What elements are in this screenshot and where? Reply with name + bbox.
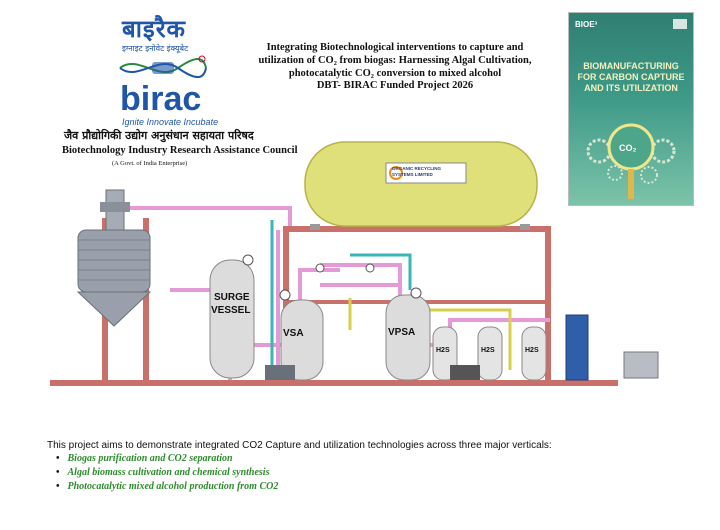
h2s-vessel xyxy=(521,326,547,381)
birac-logo: birac xyxy=(120,80,202,118)
vsa-label: VSA xyxy=(283,328,304,339)
compressor-unit xyxy=(623,351,659,379)
storage-tank xyxy=(304,141,538,227)
base-platform xyxy=(50,380,618,386)
title-line-3: photocatalytic CO₂ conversion to mixed a… xyxy=(288,68,502,79)
h2s-label: H2S xyxy=(436,347,450,354)
vpsa-label: VPSA xyxy=(388,327,416,338)
gears-magnifier-icon xyxy=(586,123,676,199)
project-title: Integrating Biotechnological interventio… xyxy=(240,41,550,80)
pipe-yellow xyxy=(410,308,512,370)
surge-label-line1: SURGE xyxy=(214,292,250,303)
project-subtitle: DBT- BIRAC Funded Project 2026 xyxy=(316,80,474,91)
surge-vessel xyxy=(209,259,255,379)
co2-label: CO₂ xyxy=(619,143,637,153)
biogas-plant-illustration xyxy=(50,141,659,386)
rack-beam xyxy=(283,226,551,232)
title-line-2: utilization of CO₂ from biogas: Harnessi… xyxy=(258,55,532,66)
bioe3-logo: BIOE³ xyxy=(575,20,598,29)
project-description: This project aims to demonstrate integra… xyxy=(47,440,552,451)
list-item: Biogas purification and CO2 separation xyxy=(56,452,278,466)
pump xyxy=(450,365,480,380)
council-hindi-name: जैव प्रौद्योगिकी उद्योग अनुसंधान सहायता … xyxy=(64,129,254,142)
list-item: Photocatalytic mixed alcohol production … xyxy=(56,480,279,494)
h2s-label: H2S xyxy=(481,347,495,354)
surge-label-line2: VESSEL xyxy=(211,305,251,316)
pipe-cyan xyxy=(350,253,412,290)
title-line-1: Integrating Biotechnological interventio… xyxy=(266,42,524,53)
pressure-gauge-icon xyxy=(279,289,291,301)
pump xyxy=(265,365,295,380)
h2s-label: H2S xyxy=(525,347,539,354)
reactor-leg xyxy=(143,218,149,380)
council-english-name: Biotechnology Industry Research Assistan… xyxy=(62,145,298,156)
pressure-gauge-icon xyxy=(410,287,422,299)
vsa-vessel xyxy=(280,299,324,381)
reactor-cone xyxy=(76,291,152,327)
birac-tagline: Ignite Innovate Incubate xyxy=(122,117,219,127)
birac-hindi-tagline: इग्नाइट इनोवेट इंक्यूबेट xyxy=(122,44,189,53)
pump-unit xyxy=(565,314,589,381)
vpsa-vessel xyxy=(385,294,431,381)
company-sign xyxy=(385,162,467,184)
emblem-icon xyxy=(673,19,687,29)
pipe xyxy=(130,206,292,226)
pressure-gauge-icon xyxy=(365,263,375,273)
verticals-list: Biogas purification and CO2 separation A… xyxy=(56,452,279,494)
reactor-vessel xyxy=(77,229,151,293)
birac-hindi-logo: बाइरैक xyxy=(122,15,186,43)
pipe xyxy=(320,263,402,280)
pressure-gauge-icon xyxy=(315,263,325,273)
pressure-gauge-icon xyxy=(242,254,254,266)
list-item: Algal biomass cultivation and chemical s… xyxy=(56,466,278,480)
dna-handshake-icon xyxy=(119,55,207,78)
council-gov-note: (A Govt. of India Enterprise) xyxy=(112,160,188,167)
company-name: ORGANIC RECYCLING SYSTEMS LIMITED xyxy=(392,166,442,177)
book-cover: BIOE³ BIOMANUFACTURING FOR CARBON CAPTUR… xyxy=(568,12,694,206)
company-logo-icon xyxy=(389,166,403,180)
h2s-vessel xyxy=(477,326,503,381)
book-title: BIOMANUFACTURING FOR CARBON CAPTURE AND … xyxy=(577,61,685,93)
